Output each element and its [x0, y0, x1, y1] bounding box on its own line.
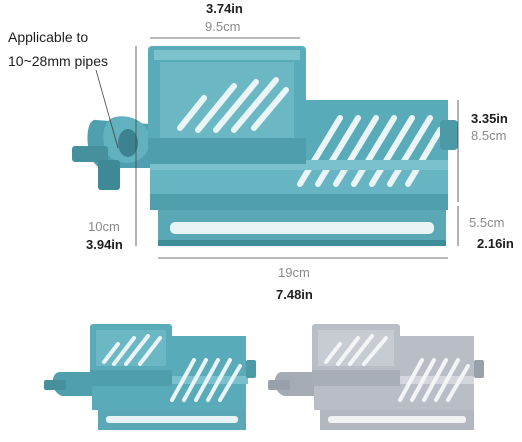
pipe-note-line-2: 10~28mm pipes	[8, 53, 109, 69]
pipe-clamp-icon	[72, 116, 150, 190]
length-inches: 7.48in	[276, 287, 313, 302]
left-height-cm: 10cm	[88, 219, 120, 234]
height-inches: 3.35in	[471, 111, 508, 126]
upper-width-cm: 9.5cm	[205, 19, 241, 34]
base-height-cm: 5.5cm	[469, 215, 505, 230]
left-height-inches: 3.94in	[86, 237, 123, 252]
main-rack	[72, 46, 458, 246]
pipe-note-line-1: Applicable to	[8, 29, 89, 45]
base-height-inches: 2.16in	[477, 236, 514, 251]
gray-variant-rack	[268, 324, 484, 430]
height-cm: 8.5cm	[471, 128, 507, 143]
upper-width-inches: 3.74in	[206, 1, 243, 16]
dimension-lines	[95, 37, 459, 259]
teal-variant-rack	[44, 324, 256, 430]
length-cm: 19cm	[278, 265, 310, 280]
